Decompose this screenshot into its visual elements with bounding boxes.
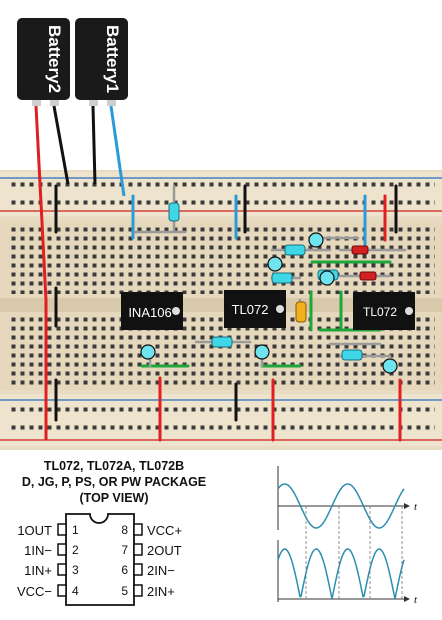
round-capacitors	[140, 232, 398, 374]
left-pin-stubs	[57, 523, 67, 597]
bottom-axis-arrow-icon	[404, 596, 410, 602]
rectified-wave	[277, 548, 405, 600]
chip-label: TL072	[232, 302, 269, 317]
battery-2-label: Battery2	[45, 25, 64, 93]
package-title-2: D, JG, P, PS, OR PW PACKAGE	[22, 475, 206, 489]
capacitor	[308, 232, 324, 248]
package-title-3: (TOP VIEW)	[80, 491, 149, 505]
resistor	[271, 272, 293, 284]
pin-number: 7	[121, 543, 128, 557]
capacitor	[267, 256, 283, 272]
chip-tl072-1: TL072	[224, 290, 286, 328]
package-title-1: TL072, TL072A, TL072B	[44, 459, 184, 473]
pin-number: 1	[72, 523, 79, 537]
pin-name: 2IN−	[147, 563, 175, 578]
package-pinout: TL072, TL072A, TL072B D, JG, P, PS, OR P…	[17, 459, 206, 606]
sine-wave	[277, 483, 405, 529]
chip-label: INA106	[128, 305, 171, 320]
pin-name: 1IN+	[24, 563, 52, 578]
chip-tl072-2: TL072	[353, 292, 415, 330]
battery-1-blue-lead	[109, 105, 126, 197]
resistor	[341, 349, 363, 361]
waveform-diagram: t t	[277, 466, 418, 606]
top-power-rail	[0, 172, 442, 216]
bottom-axis-label: t	[414, 594, 418, 606]
pin-number: 5	[121, 584, 128, 598]
battery-2-black-lead	[52, 105, 70, 185]
battery-leads	[34, 105, 126, 440]
top-axis-label: t	[414, 501, 418, 513]
resistor	[351, 245, 369, 255]
resistor	[359, 271, 377, 281]
resistor	[211, 336, 233, 348]
battery-1-black-lead	[91, 105, 97, 185]
bottom-power-rail	[0, 394, 442, 446]
top-terminal-strip	[0, 220, 442, 298]
pin-name: 2OUT	[147, 543, 182, 558]
battery-2: Battery2	[17, 18, 70, 106]
resistor	[168, 202, 180, 222]
pin-number: 4	[72, 584, 79, 598]
capacitor	[382, 358, 398, 374]
capacitor	[295, 301, 307, 323]
pin-name: 1OUT	[17, 523, 52, 538]
battery-1-label: Battery1	[103, 25, 122, 93]
top-axis-arrow-icon	[404, 503, 410, 509]
pin-number: 6	[121, 563, 128, 577]
package-body	[65, 513, 135, 606]
capacitor	[319, 270, 335, 286]
pin-name: 2IN+	[147, 584, 175, 599]
pin-number: 8	[121, 523, 128, 537]
resistor	[284, 244, 306, 256]
capacitor	[254, 344, 270, 360]
capacitor	[140, 344, 156, 360]
pin-number: 2	[72, 543, 79, 557]
battery-1: Battery1	[75, 18, 128, 106]
center-channel	[0, 298, 442, 312]
pin-name: 1IN−	[24, 543, 52, 558]
pin-number: 3	[72, 563, 79, 577]
dashed-guides	[305, 506, 403, 599]
chip-label: TL072	[363, 305, 397, 319]
pin-name: VCC+	[147, 523, 182, 538]
right-pin-stubs	[133, 523, 143, 597]
pin-name: VCC−	[17, 584, 52, 599]
jumper-wires	[54, 184, 407, 442]
battery-2-red-lead	[34, 105, 48, 440]
chip-ina106: INA106	[121, 292, 183, 330]
